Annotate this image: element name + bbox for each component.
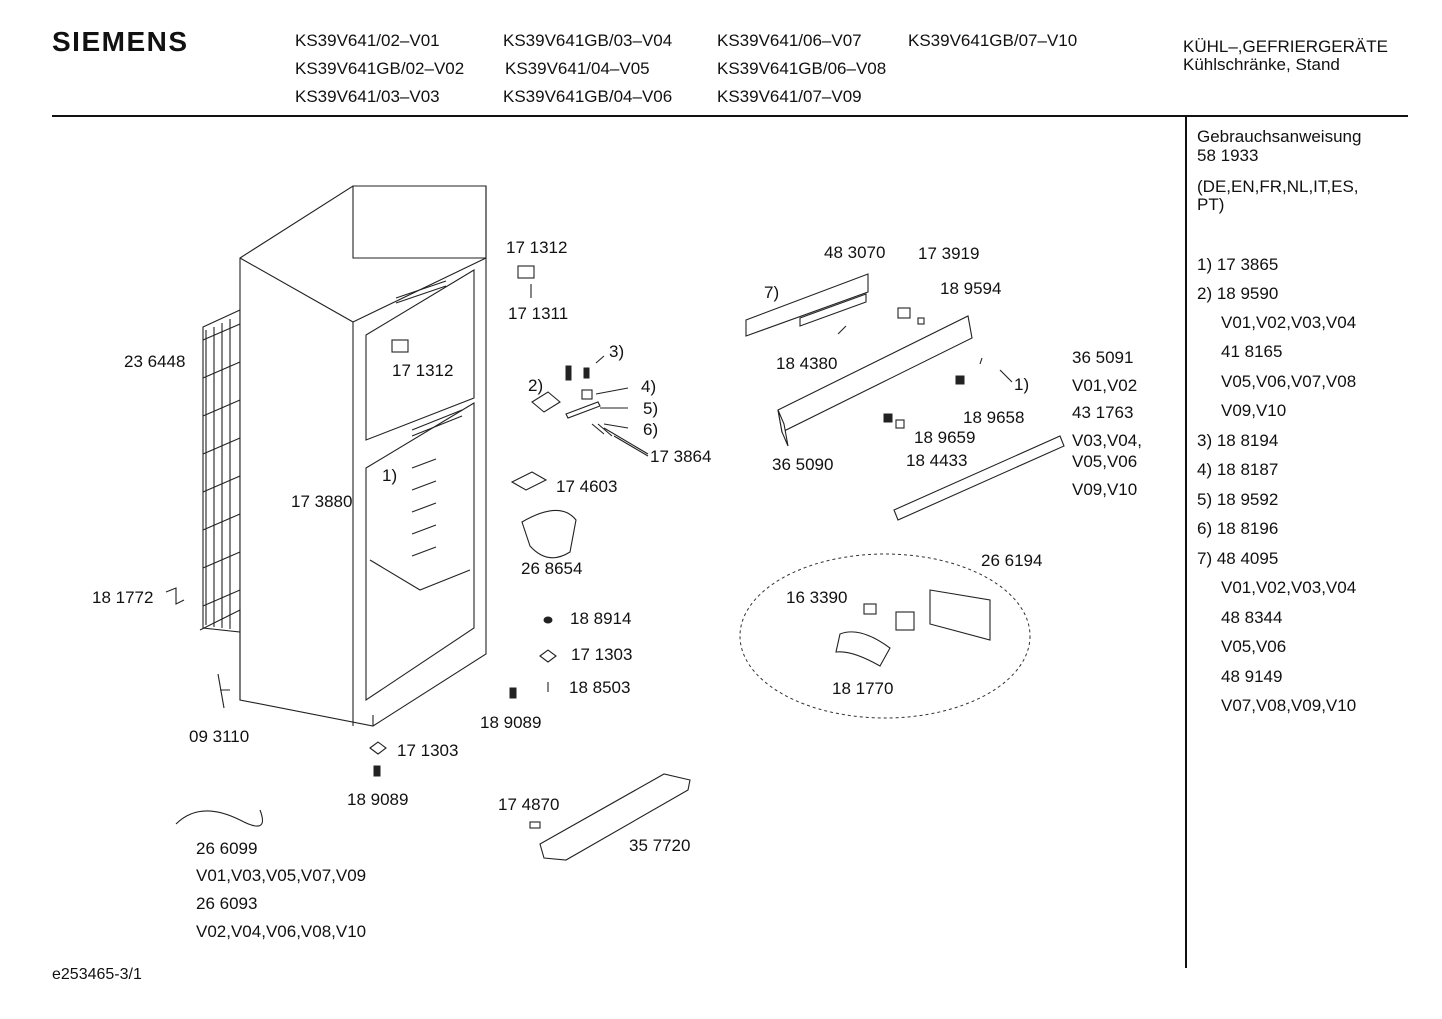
- manual-languages: PT): [1197, 195, 1225, 214]
- footnote-variant: V09,V10: [1221, 401, 1287, 420]
- part-label: 17 3864: [650, 447, 712, 466]
- model-number: KS39V641/02–V01: [295, 31, 440, 50]
- sidebar-divider: [1185, 117, 1187, 968]
- footnote-item: 1) 17 3865: [1197, 255, 1279, 274]
- model-number: KS39V641GB/07–V10: [908, 31, 1078, 50]
- part-label: 18 4433: [906, 451, 968, 470]
- part-label: 1): [1014, 375, 1030, 394]
- part-label: 17 3919: [918, 244, 980, 263]
- part-label: 26 6194: [981, 551, 1043, 570]
- part-label: 17 1303: [571, 645, 633, 664]
- model-number: KS39V641GB/06–V08: [717, 59, 887, 78]
- model-number: KS39V641/06–V07: [717, 31, 862, 50]
- model-number: KS39V641/07–V09: [717, 87, 862, 106]
- part-label: 17 1311: [508, 304, 569, 323]
- part-label: 6): [643, 420, 659, 439]
- part-label: 26 6099: [196, 839, 258, 858]
- footnote-variant: V07,V08,V09,V10: [1221, 696, 1357, 715]
- footnote-variant: V01,V02,V03,V04: [1221, 313, 1357, 332]
- part-label: 35 7720: [629, 836, 691, 855]
- part-variant: V03,V04,: [1072, 431, 1142, 450]
- footnote-item: 4) 18 8187: [1197, 460, 1279, 479]
- part-label: 18 4380: [776, 354, 838, 373]
- part-label: 26 8654: [521, 559, 583, 578]
- part-label: 1): [382, 466, 398, 485]
- model-number: KS39V641/04–V05: [505, 59, 650, 78]
- category-subtitle: Kühlschränke, Stand: [1183, 55, 1340, 74]
- part-label: 18 9089: [347, 790, 409, 809]
- footnote-variant: V05,V06: [1221, 637, 1287, 656]
- category-title: KÜHL–,GEFRIERGERÄTE: [1183, 37, 1388, 56]
- small-parts: [531, 355, 649, 457]
- part-label: 18 8914: [570, 609, 632, 628]
- manual-title: Gebrauchsanweisung: [1197, 127, 1362, 146]
- part-label: 48 3070: [824, 243, 886, 262]
- footnote-variant: V01,V02,V03,V04: [1221, 578, 1357, 597]
- part-label: 17 3880: [291, 492, 353, 511]
- part-label: 18 9658: [963, 408, 1025, 427]
- fridge-cabinet: [199, 185, 487, 727]
- model-number: KS39V641GB/04–V06: [503, 87, 673, 106]
- part-variant: V02,V04,V06,V08,V10: [196, 922, 367, 941]
- footnote-item: 5) 18 9592: [1197, 490, 1279, 509]
- manual-number: 58 1933: [1197, 146, 1259, 165]
- model-number: KS39V641GB/03–V04: [503, 31, 673, 50]
- part-label: 17 1303: [397, 741, 459, 760]
- part-label: 4): [641, 377, 657, 396]
- part-label: 7): [764, 283, 780, 302]
- part-label: 17 4603: [556, 477, 618, 496]
- part-label: 23 6448: [124, 352, 186, 371]
- part-label: 18 9594: [940, 279, 1002, 298]
- part-label: 36 5091: [1072, 348, 1134, 367]
- part-label: 09 3110: [189, 727, 250, 746]
- footnote-item: 48 8344: [1221, 608, 1283, 627]
- control-panel: [745, 273, 1065, 521]
- part-label: 17 4870: [498, 795, 560, 814]
- part-label: 5): [643, 399, 659, 418]
- part-label: 36 5090: [772, 455, 834, 474]
- part-label: 18 1772: [92, 588, 154, 607]
- footnote-item: 2) 18 9590: [1197, 284, 1279, 303]
- footnote-item: 3) 18 8194: [1197, 431, 1279, 450]
- hinge-bracket: [391, 265, 535, 353]
- misc-parts: [165, 471, 691, 861]
- manual-languages: (DE,EN,FR,NL,IT,ES,: [1197, 177, 1359, 196]
- exploded-diagram: [165, 185, 1065, 861]
- part-label: 2): [528, 376, 544, 395]
- part-variant: V01,V03,V05,V07,V09: [196, 866, 367, 885]
- part-label: 16 3390: [786, 588, 848, 607]
- header-divider: [52, 115, 1408, 117]
- footnote-item: 6) 18 8196: [1197, 519, 1279, 538]
- model-number: KS39V641GB/02–V02: [295, 59, 465, 78]
- lamp-detail: [739, 553, 1031, 719]
- part-label: 43 1763: [1072, 403, 1134, 422]
- model-number: KS39V641/03–V03: [295, 87, 440, 106]
- part-variant: V09,V10: [1072, 480, 1138, 499]
- part-label: 17 1312: [506, 238, 568, 257]
- part-label: 26 6093: [196, 894, 258, 913]
- part-label: 3): [609, 342, 625, 361]
- brand-logo: SIEMENS: [52, 26, 189, 57]
- footnote-item: 41 8165: [1221, 342, 1283, 361]
- part-label: 17 1312: [392, 361, 454, 380]
- condenser-coil: [202, 309, 241, 633]
- part-variant: V01,V02: [1072, 376, 1138, 395]
- part-label: 18 9089: [480, 713, 542, 732]
- document-id: e253465-3/1: [52, 966, 142, 983]
- footnote-variant: V05,V06,V07,V08: [1221, 372, 1357, 391]
- part-variant: V05,V06: [1072, 452, 1138, 471]
- part-label: 18 1770: [832, 679, 894, 698]
- part-label: 18 8503: [569, 678, 631, 697]
- footnote-item: 7) 48 4095: [1197, 549, 1279, 568]
- part-label: 18 9659: [914, 428, 976, 447]
- footnote-item: 48 9149: [1221, 667, 1283, 686]
